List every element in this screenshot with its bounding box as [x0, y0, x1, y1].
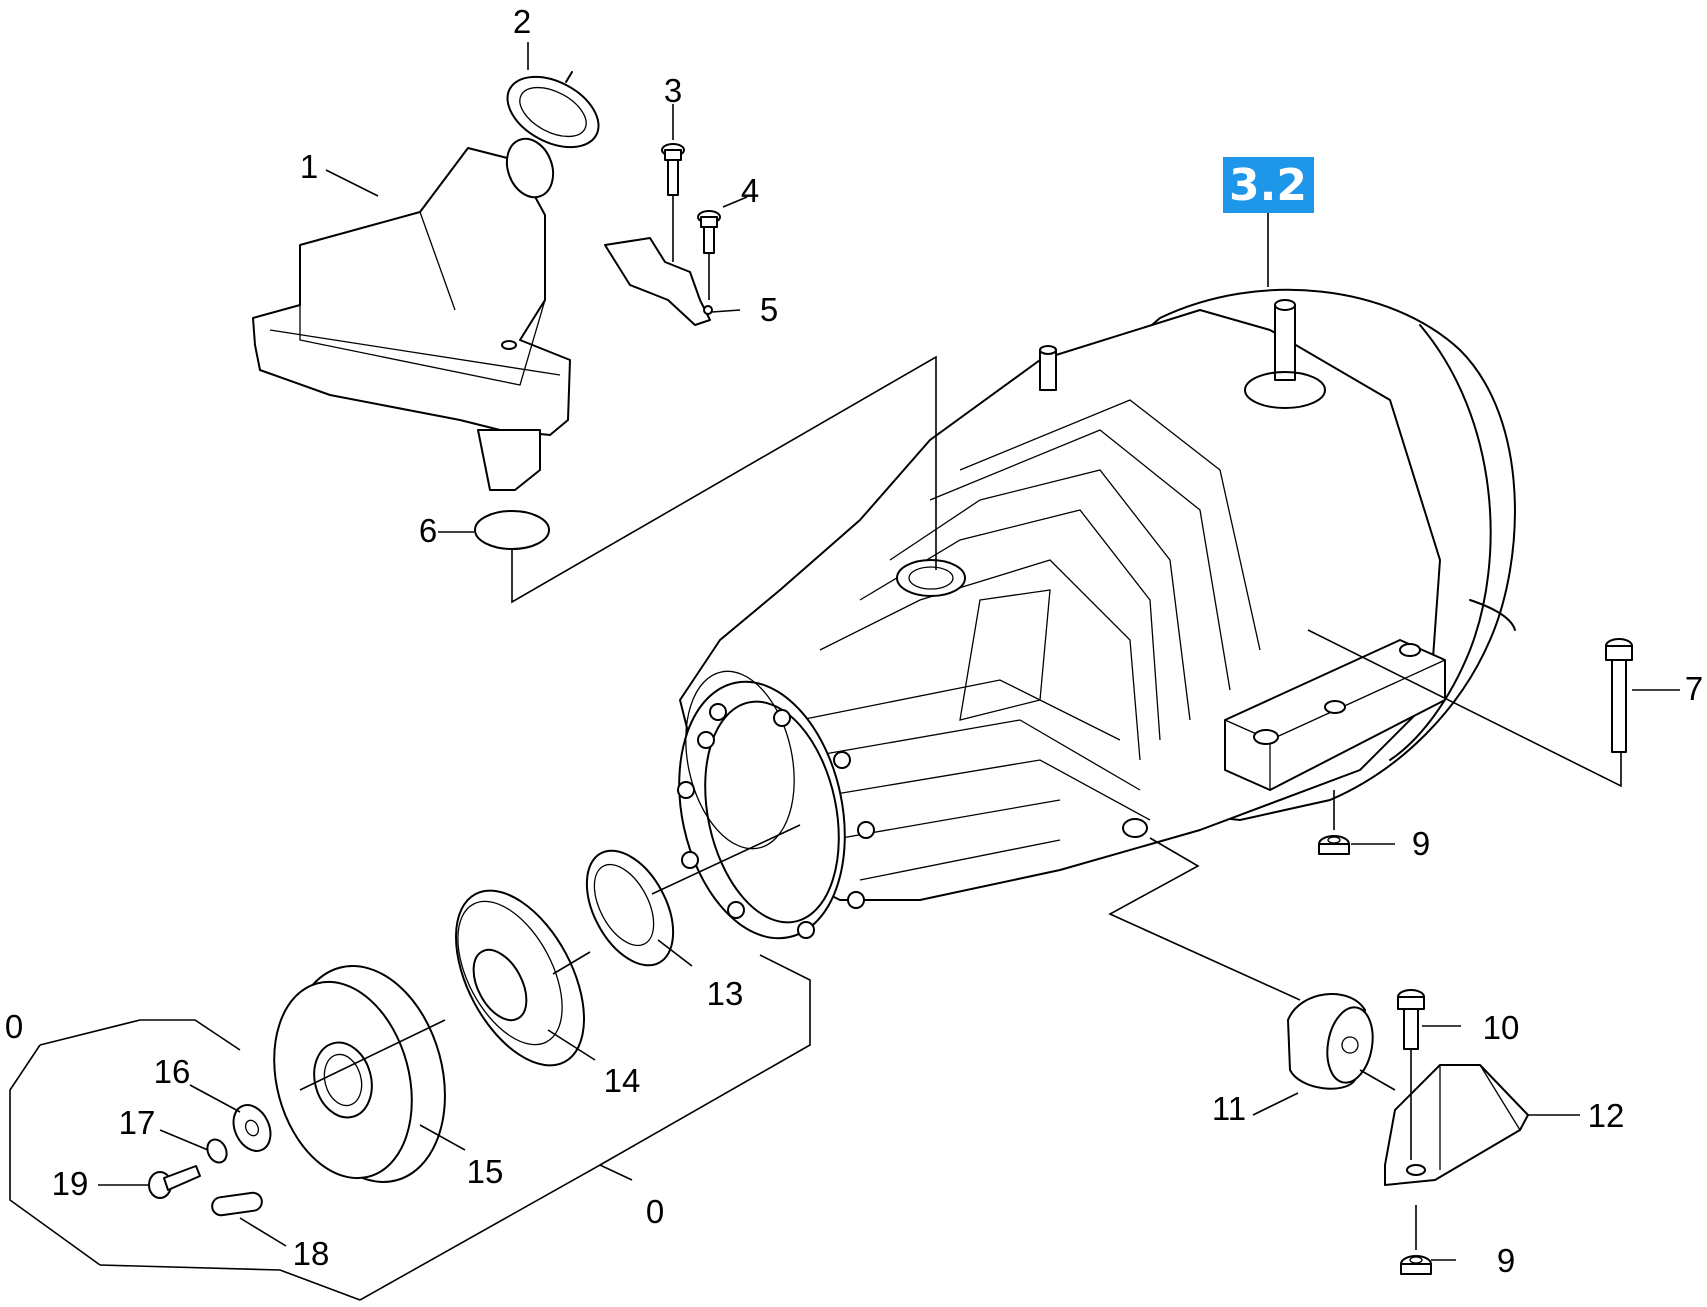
callout-7[interactable]: 7 — [1685, 670, 1703, 707]
main-housing — [677, 288, 1516, 940]
callout-3[interactable]: 3 — [664, 72, 682, 109]
callout-15[interactable]: 15 — [467, 1153, 504, 1190]
part-9-nut-lower — [1400, 1255, 1432, 1275]
part-16-washer — [232, 1104, 272, 1152]
callout-12[interactable]: 12 — [1588, 1097, 1625, 1134]
section-badge[interactable]: 3.2 — [1223, 157, 1314, 213]
part-11-rubber-mount — [1287, 993, 1374, 1090]
part-19-screw — [148, 1165, 201, 1199]
part-18-key — [211, 1191, 263, 1217]
callout-6[interactable]: 6 — [419, 512, 437, 549]
part-4-screw — [697, 210, 721, 254]
part-17-lock-washer — [206, 1138, 228, 1164]
callout-0-right[interactable]: 0 — [646, 1193, 664, 1230]
callout-1[interactable]: 1 — [300, 148, 318, 185]
part-13-seal — [585, 849, 675, 967]
callout-0-left[interactable]: 0 — [5, 1008, 23, 1045]
callout-5[interactable]: 5 — [760, 291, 778, 328]
callout-11[interactable]: 11 — [1212, 1090, 1246, 1127]
callout-9-lower[interactable]: 9 — [1497, 1242, 1515, 1279]
part-2-seal — [506, 71, 600, 149]
section-badge-label: 3.2 — [1229, 160, 1307, 211]
callout-9-upper[interactable]: 9 — [1412, 825, 1430, 862]
part-1-cover — [252, 137, 571, 491]
part-12-foot-bracket — [1384, 1064, 1529, 1186]
callout-10[interactable]: 10 — [1483, 1009, 1520, 1046]
part-15-pulley — [273, 965, 446, 1183]
callout-labels: 1 2 3 4 5 6 7 9 9 10 11 12 13 14 15 16 1… — [5, 3, 1703, 1279]
callout-13[interactable]: 13 — [707, 975, 744, 1012]
callout-18[interactable]: 18 — [293, 1235, 330, 1272]
callout-19[interactable]: 19 — [52, 1165, 89, 1202]
part-7-bolt — [1605, 638, 1633, 753]
callout-17[interactable]: 17 — [119, 1104, 156, 1141]
leader-lines — [9, 42, 1680, 1301]
part-9-nut-upper — [1318, 835, 1350, 855]
part-14-bearing — [454, 889, 586, 1067]
callout-14[interactable]: 14 — [604, 1062, 641, 1099]
part-10-screw — [1397, 989, 1425, 1050]
callout-4[interactable]: 4 — [741, 172, 759, 209]
callout-16[interactable]: 16 — [154, 1053, 191, 1090]
part-5-bracket — [604, 237, 713, 326]
callout-2[interactable]: 2 — [513, 3, 531, 40]
part-6-o-ring — [474, 510, 550, 550]
part-3-screw — [661, 143, 685, 196]
